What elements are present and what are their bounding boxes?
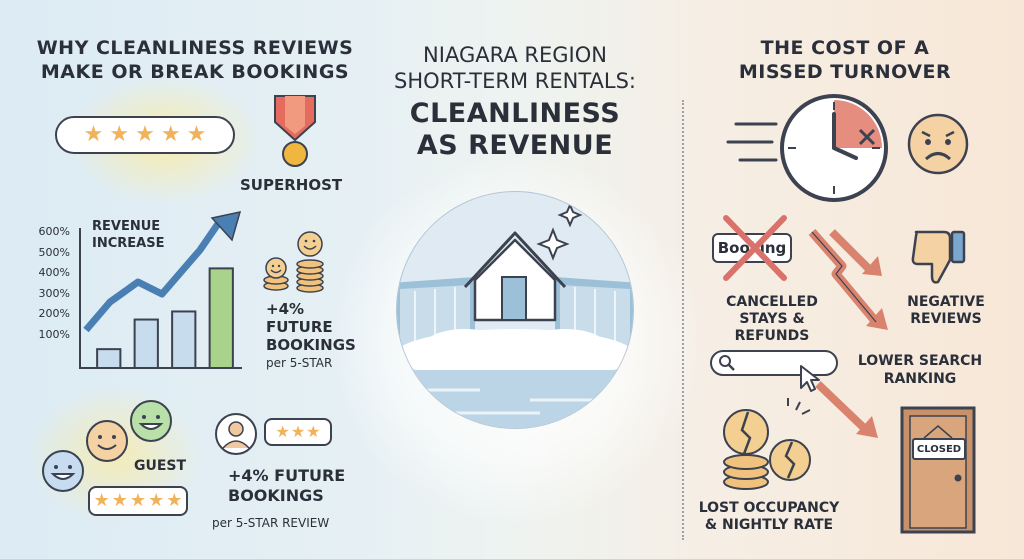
lower-search-label: LOWER SEARCH RANKING [857, 353, 983, 387]
sad-face-icon [907, 113, 969, 175]
closed-door-icon [900, 406, 976, 534]
star-icon: ★ [306, 422, 321, 441]
trend-arrow [83, 216, 225, 333]
cross-icon [723, 215, 787, 281]
column-divider [682, 100, 684, 540]
speed-lines [726, 122, 778, 162]
broken-coin-icon [723, 398, 811, 490]
center-title: NIAGARA REGION SHORT-TERM RENTALS: [394, 43, 636, 93]
star-icon: ★ [109, 122, 130, 147]
star-icon: ★ [129, 490, 147, 511]
cancelled-label: CANCELLED STAYS & REFUNDS [726, 294, 818, 344]
y-tick: 200% [38, 307, 70, 321]
clock-icon [780, 94, 888, 202]
revenue-label: REVENUE INCREASE [92, 219, 165, 251]
revenue-bar-chart [79, 211, 242, 370]
future-bookings-2-sub: per 5-STAR REVIEW [212, 516, 330, 530]
cursor-icon [800, 365, 820, 392]
medal-icon [274, 95, 316, 167]
bar [171, 310, 197, 369]
down-arrow [815, 381, 878, 438]
future-bookings-label: +4% FUTURE BOOKINGS [266, 300, 356, 354]
smiley-icon [42, 450, 84, 492]
search-icon [719, 355, 735, 371]
bar [208, 267, 234, 370]
center-subtitle: CLEANLINESS AS REVENUE [409, 98, 621, 161]
thumbs-down-icon [911, 230, 966, 284]
y-tick: 400% [38, 266, 70, 280]
star-rating-card: ★ ★ ★ ★ ★ [55, 116, 235, 154]
future-bookings-2-label: +4% FUTURE BOOKINGS [228, 466, 346, 505]
star-icon: ★ [83, 122, 104, 147]
star-icon: ★ [186, 122, 207, 147]
star-icon: ★ [166, 490, 183, 511]
y-tick: 600% [38, 225, 70, 238]
star-icon: ★ [148, 490, 165, 511]
coins-icon [263, 231, 324, 293]
future-bookings-sub: per 5-STAR [266, 356, 333, 370]
trend-arrow-head [210, 211, 242, 242]
star-icon: ★ [111, 490, 128, 511]
y-tick: 100% [38, 327, 70, 341]
star-icon: ★ [135, 122, 155, 147]
star-icon: ★ [290, 422, 306, 441]
search-bar [710, 350, 838, 376]
y-tick: 300% [38, 286, 70, 300]
guest-label: GUEST [134, 458, 187, 474]
superhost-label: SUPERHOST [240, 176, 343, 194]
smiley-icon [86, 420, 128, 462]
negative-reviews-label: NEGATIVE REVIEWS [907, 294, 985, 327]
closed-sign: CLOSED [912, 438, 966, 460]
bar [96, 348, 122, 369]
star-icon: ★ [93, 490, 110, 511]
y-tick: 500% [38, 245, 70, 259]
star-icon: ★ [160, 122, 181, 147]
y-ticks: 600% 500% 400% 300% 200% 100% [26, 222, 70, 346]
guest-review-card: ★ ★ ★ ★ ★ [88, 486, 188, 516]
right-heading: THE COST OF A MISSED TURNOVER [738, 37, 952, 83]
down-arrow [829, 229, 882, 276]
down-arrow [808, 229, 888, 330]
star-icon: ★ [275, 422, 290, 441]
bar [133, 318, 159, 369]
review-bubble: ★ ★ ★ [264, 418, 332, 446]
user-icon [215, 413, 257, 455]
smiley-icon [130, 400, 172, 442]
lost-occupancy-label: LOST OCCUPANCY & NIGHTLY RATE [698, 500, 840, 533]
house-waterfall-icon [396, 191, 634, 429]
